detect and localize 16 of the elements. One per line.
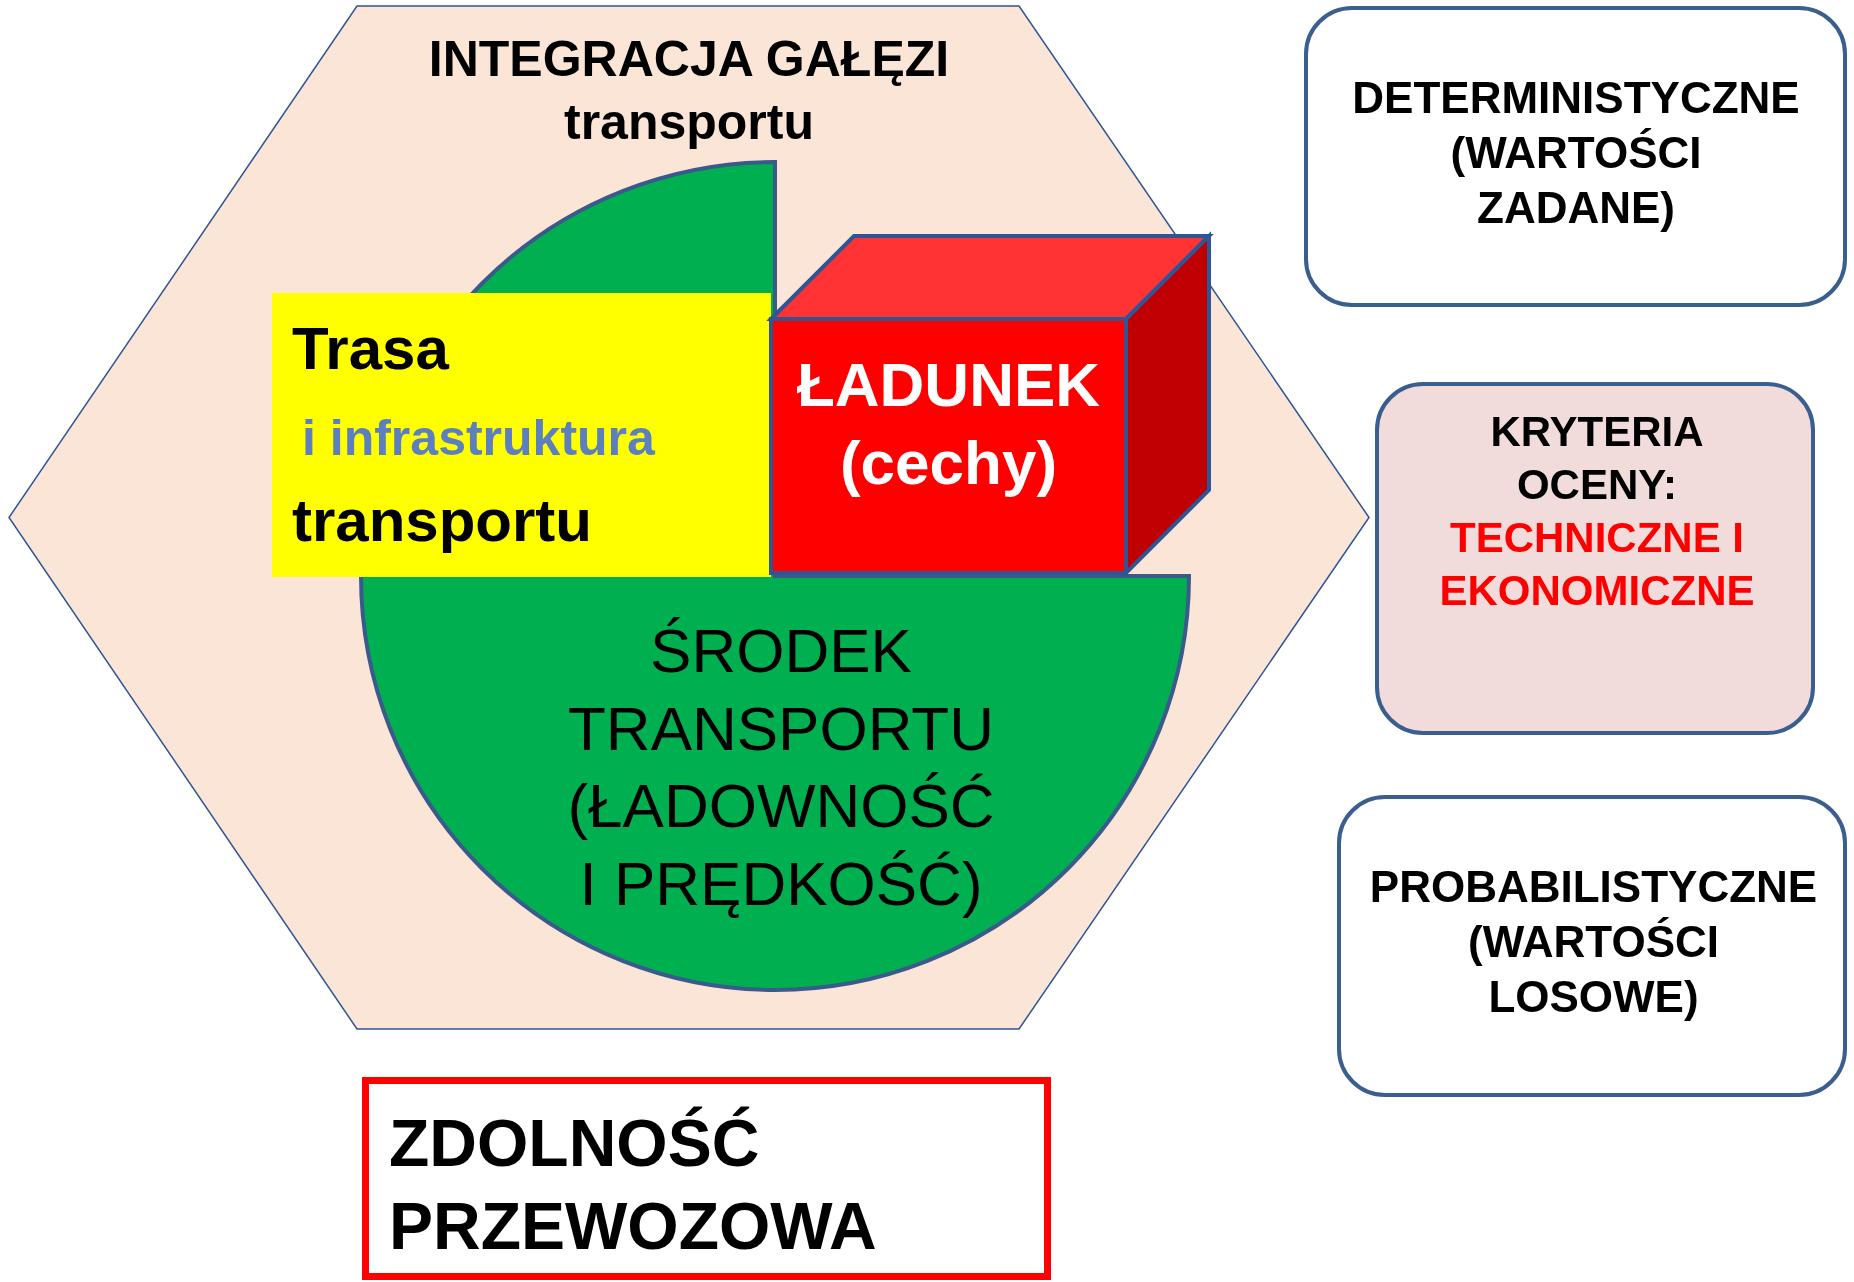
node-text: transportu xyxy=(292,486,593,556)
node-title: PROBABILISTYCZNE (WARTOŚCI LOSOWE) xyxy=(1368,861,1819,1023)
node-text: TECHNICZNE I EKONOMICZNE xyxy=(1438,513,1756,616)
node-title: Trasa xyxy=(292,314,451,384)
node-title: ZDOLNOŚĆ PRZEWOZOWA xyxy=(389,1105,878,1265)
rounded-box xyxy=(1375,382,1815,735)
node-title: ŚRODEK TRANSPORTU (ŁADOWNOŚĆ I PRĘDKOŚĆ) xyxy=(566,615,996,920)
node-title: ŁADUNEK (cechy) xyxy=(795,349,1102,499)
rounded-box xyxy=(1304,6,1847,307)
node-title: INTEGRACJA GAŁĘZI transportu xyxy=(427,30,951,152)
node-text: i infrastruktura xyxy=(302,409,656,468)
node-title: KRYTERIA OCENY: xyxy=(1489,407,1705,510)
frame-box xyxy=(362,1077,1051,1280)
highlight-box xyxy=(272,293,771,577)
rounded-box xyxy=(1337,795,1847,1097)
node-title: DETERMINISTYCZNE (WARTOŚCI ZADANE) xyxy=(1351,72,1801,234)
